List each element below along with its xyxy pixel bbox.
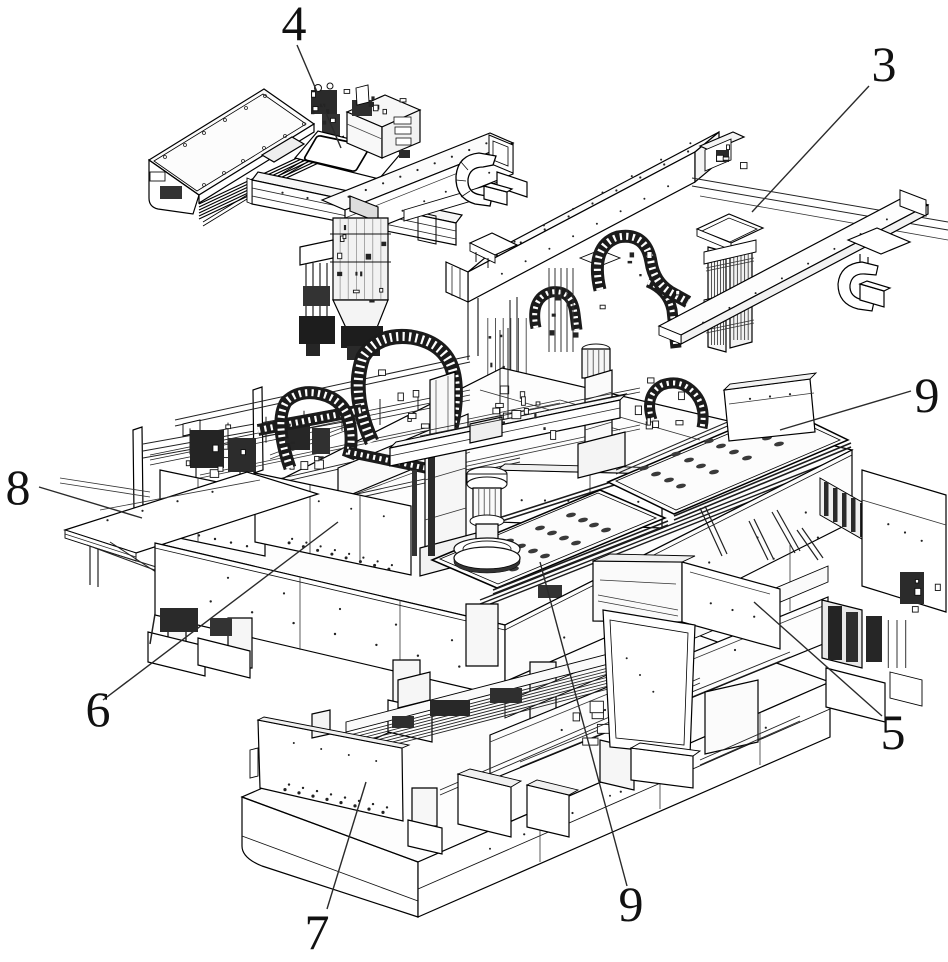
svg-text:9: 9 xyxy=(915,367,940,423)
svg-text:6: 6 xyxy=(86,681,111,737)
svg-text:5: 5 xyxy=(881,704,906,760)
svg-text:9: 9 xyxy=(619,876,644,932)
svg-text:7: 7 xyxy=(305,904,330,957)
svg-text:3: 3 xyxy=(872,36,897,92)
svg-text:8: 8 xyxy=(6,459,31,515)
svg-text:4: 4 xyxy=(282,0,307,51)
